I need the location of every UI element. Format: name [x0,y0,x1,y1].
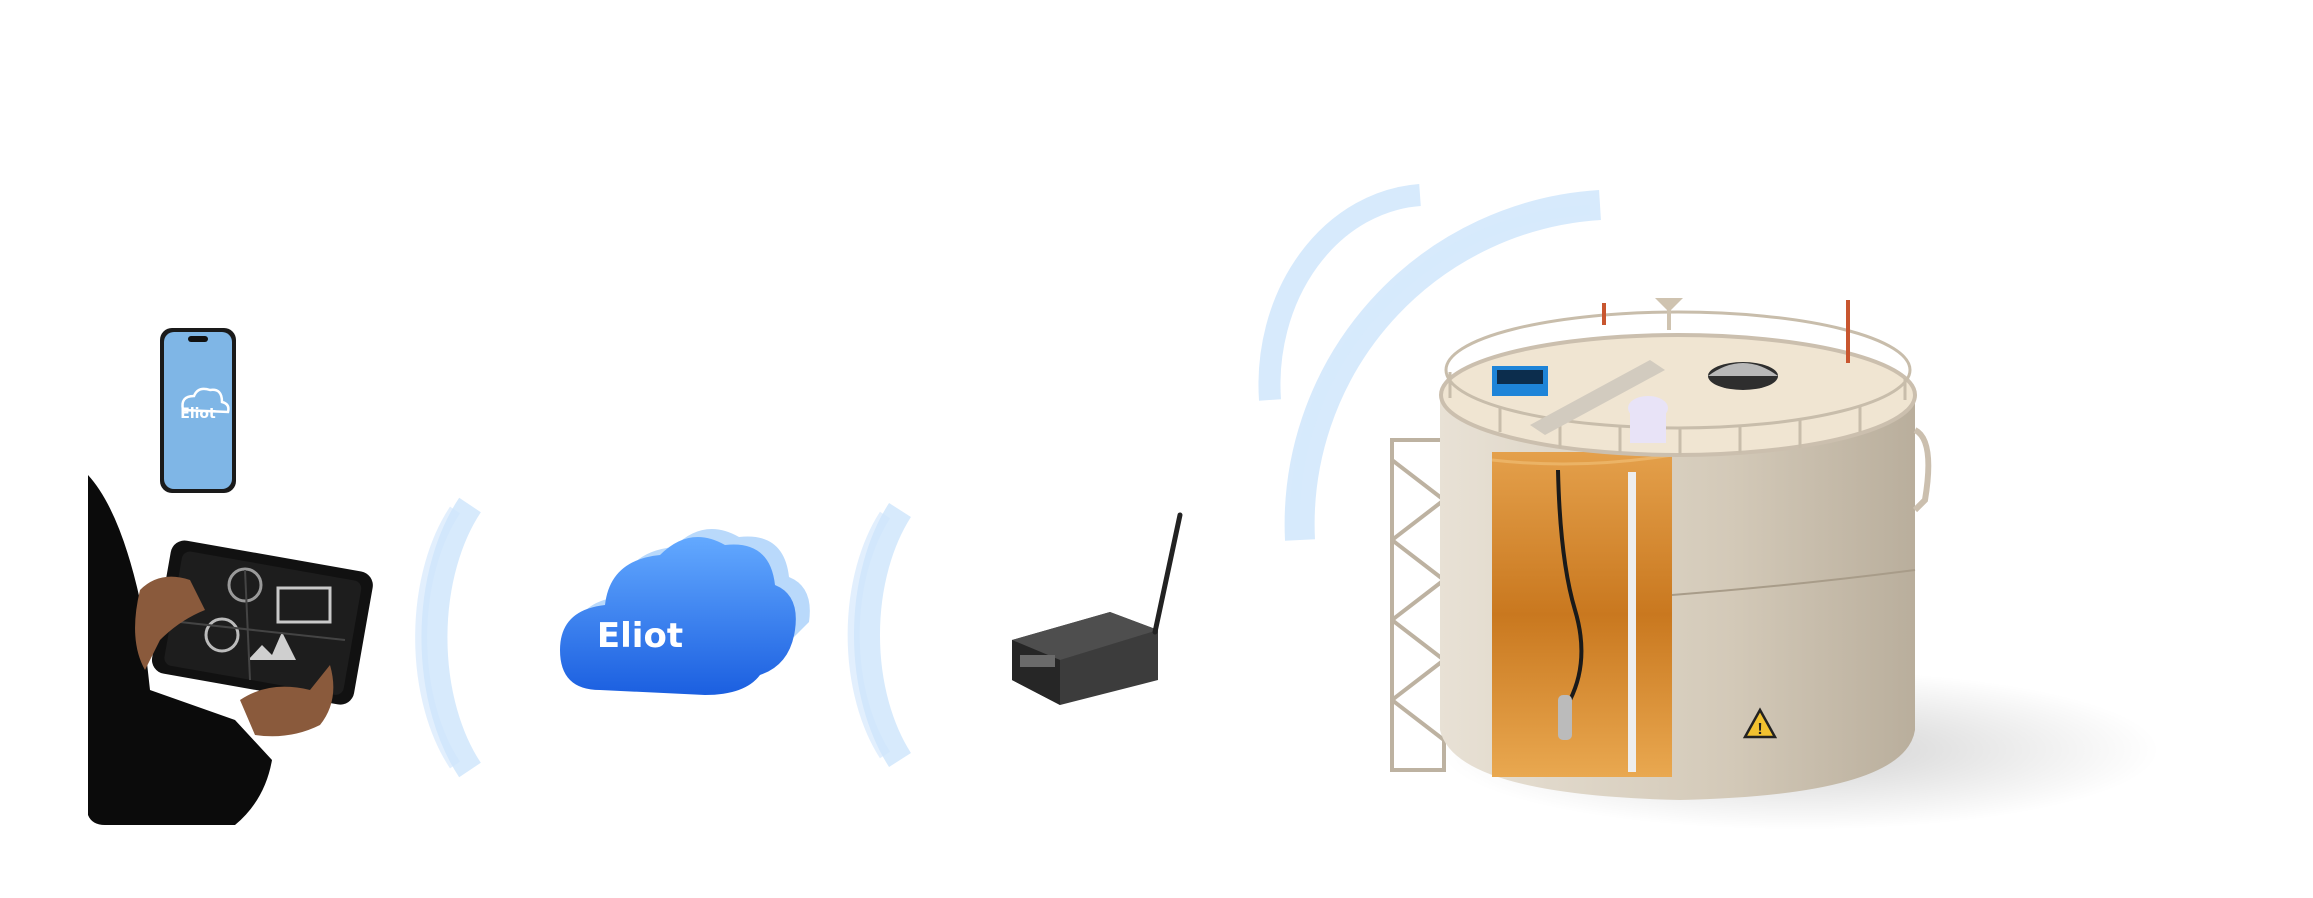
level-sensor-cable [1556,469,1584,701]
tank-ladder [1390,438,1446,772]
gateway-icon [1012,512,1183,705]
tablet-icon [151,540,373,705]
warning-icon: ! [1742,707,1778,739]
cloud-icon: Eliot [560,529,810,695]
roof-beam [1530,360,1665,435]
signal-wave-icon [1258,184,1601,541]
person-with-tablet [88,475,373,825]
level-sensor-probe [1558,695,1572,740]
phone-icon: Eliot [160,328,236,493]
tank-inner-pipe [1628,472,1636,772]
tank-icon: ! [1390,298,2160,830]
svg-text:!: ! [1757,721,1762,738]
cloud-logo-text: Eliot [597,616,683,656]
tank-liquid [1492,452,1672,777]
signal-wave-icon [415,497,481,778]
signal-wave-icon [847,502,912,768]
phone-logo-text: Eliot [180,406,216,422]
